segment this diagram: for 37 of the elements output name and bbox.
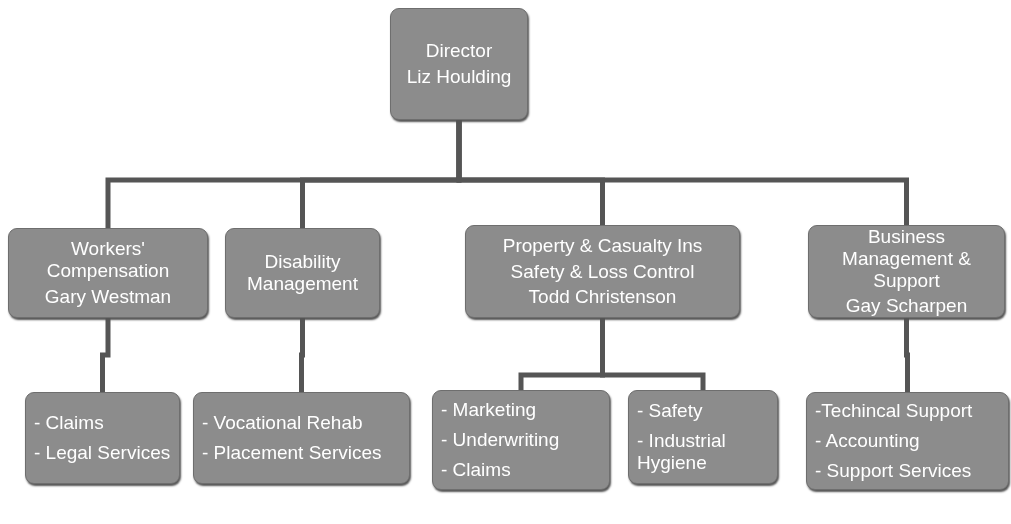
org-box [432, 390, 610, 490]
org-box [8, 228, 208, 318]
box-text: - Claims [441, 458, 511, 481]
box-text: - Claims [34, 412, 104, 434]
org-box [25, 392, 180, 484]
box-text: - Vocational Rehab [202, 412, 363, 434]
connector-line [100, 318, 111, 392]
org-box [193, 392, 410, 484]
connector-line [299, 318, 305, 392]
connector-line [600, 318, 706, 390]
box-text: Property & Casualty Ins [502, 234, 703, 257]
box-text: - Industrial Hygiene [637, 430, 727, 474]
org-box [225, 228, 380, 318]
org-box [808, 225, 1005, 318]
box-text: Director [425, 40, 493, 62]
box-text: Todd Christenson [528, 286, 677, 309]
box-text: Business Management & Support [841, 225, 972, 292]
box-text: Gary Westman [44, 285, 172, 308]
org-box [628, 390, 778, 484]
box-text: - Safety [637, 400, 703, 423]
box-text: - Legal Services [34, 442, 171, 464]
box-text: Disability Management [246, 251, 359, 295]
box-text: - Support Services [815, 459, 972, 482]
box-text: -Techincal Support [815, 400, 973, 423]
org-box [390, 8, 528, 120]
box-text: Liz Houlding [406, 66, 512, 88]
org-box [806, 392, 1009, 490]
box-text: Gay Scharpen [845, 295, 968, 318]
box-text: - Marketing [441, 399, 537, 422]
org-box [465, 225, 740, 318]
box-text: - Accounting [815, 430, 920, 452]
box-text: - Placement Services [202, 442, 382, 464]
box-text: Workers' Compensation [45, 238, 171, 282]
box-text: Safety & Loss Control [510, 260, 695, 283]
box-text: - Underwriting [441, 429, 560, 451]
connector-line [904, 318, 910, 392]
connector-line [456, 120, 909, 225]
